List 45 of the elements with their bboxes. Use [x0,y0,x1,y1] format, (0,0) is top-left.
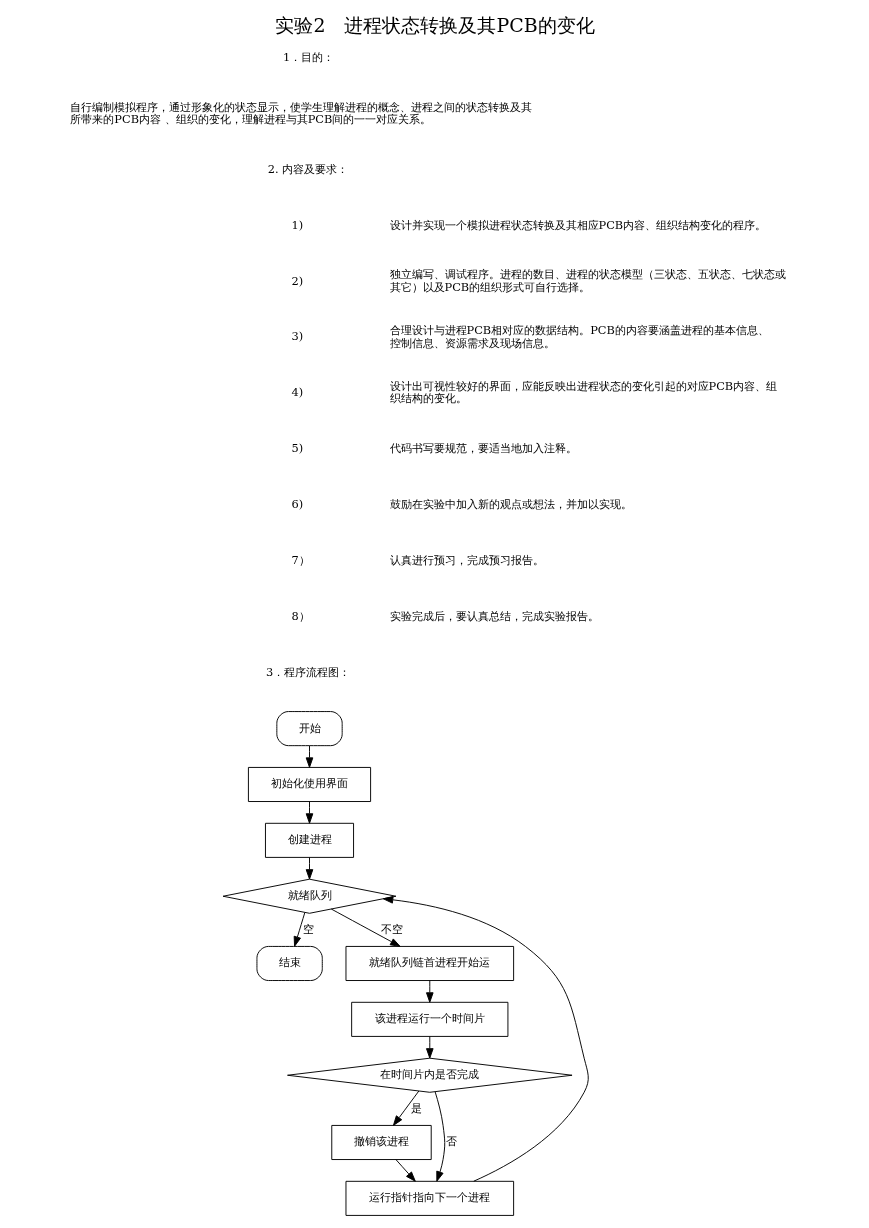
node-box: 该进程运行一个时间片 [350,1001,508,1037]
diagram-title: 实验2 进程状态转换及其PCB的变化 [274,13,595,36]
node-box: 结束 [255,945,323,981]
label: 6) [291,497,303,512]
node-box: 运行指针指向下一个进程 [345,1180,514,1216]
node-box: 撤销该进程 [330,1124,432,1160]
label: 3．程序流程图： [265,664,350,679]
label: 8） [291,608,310,623]
label: 认真进行预习，完成预习报告。 [389,552,544,567]
arrow [425,1036,434,1059]
label: 2) [291,273,303,288]
arrow [330,908,400,947]
node-box: 创建进程 [264,822,354,858]
label: 2. 内容及要求： [267,161,348,176]
arrow [434,1091,445,1182]
edge-label: 是 [411,1100,423,1115]
label: 自行编制模拟程序，通过形象化的状态显示，使学生理解进程的概念、进程之间的状态转换及其所带来的PCB内容 、组织的变化，理解进程与其PCB间的一一对应关系。 [69,99,532,127]
edge-label: 空 [302,921,314,936]
node-box: 初始化使用界面 [247,766,371,802]
arrow [425,980,434,1003]
label: 设计并实现一个模拟进程状态转换及其相应PCB内容、组织结构变化的程序。 [389,217,766,232]
label: 4) [291,385,303,400]
edge-label: 不空 [380,921,403,936]
label: 代码书写要规范，要适当地加入注释。 [389,441,577,456]
label: 7） [291,552,310,567]
label: 合理设计与进程PCB相对应的数据结构。PCB的内容要涵盖进程的基本信息、控制信息、资源需求及现场信息。 [389,323,769,350]
label: 独立编写、调试程序。进程的数目、进程的状态模型（三状态、五状态、七状态或其它）以及PCB的组织形式可自行选择。 [389,267,786,294]
arrow [293,912,305,947]
label: 3) [291,329,303,344]
arrow [305,857,313,880]
node-diamond: 在时间片内是否完成 [286,1057,573,1093]
label: 1．目的： [282,49,334,64]
label: 1) [291,217,303,232]
arrow [382,896,589,1182]
arrow [305,801,313,824]
arrow [395,1159,416,1182]
node-box: 开始 [275,711,343,747]
arrow [305,745,313,768]
arrow [392,1090,419,1126]
label: 设计出可视性较好的界面，应能反映出进程状态的变化引起的对应PCB内容、组织结构的变化。 [389,379,777,406]
label: 5) [291,441,303,456]
edge-label: 否 [445,1134,457,1149]
node-box: 就绪队列链首进程开始运 [345,945,514,981]
label: 鼓励在实验中加入新的观点或想法，并加以实现。 [389,497,632,512]
label: 实验完成后，要认真总结，完成实验报告。 [389,608,599,623]
